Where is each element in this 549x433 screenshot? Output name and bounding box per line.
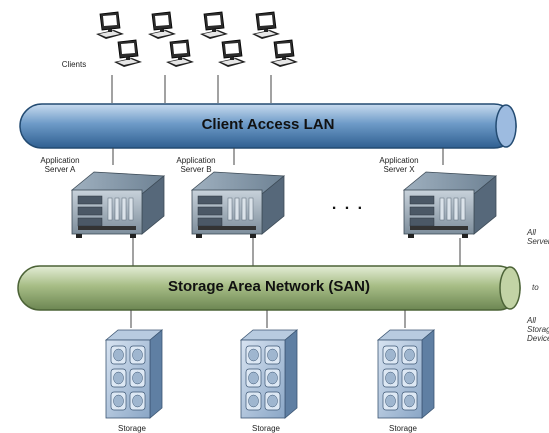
san-label: Storage Area Network (SAN) <box>168 278 370 295</box>
storage-label-3: Storage <box>388 424 418 433</box>
server-a-label: Application Server A <box>40 156 80 174</box>
client-computer-icon <box>114 39 142 67</box>
client-computer-icon <box>166 39 194 67</box>
storage-device-icon <box>376 329 436 419</box>
storage-device-icon <box>104 329 164 419</box>
client-computer-icon <box>148 11 176 39</box>
client-computer-icon <box>218 39 246 67</box>
clients-label: Clients <box>61 60 87 69</box>
server-x-label: Application Server X <box>379 156 419 174</box>
side-note-all-storage: All Storag Device <box>527 316 549 343</box>
side-note-all-servers: All Server <box>527 228 549 246</box>
server-icon <box>70 171 166 238</box>
client-computer-icon <box>200 11 228 39</box>
client-computer-icon <box>252 11 280 39</box>
client-access-lan-bus <box>19 103 517 149</box>
server-san-links <box>132 238 461 266</box>
storage-label-2: Storage <box>251 424 281 433</box>
client-computer-icon <box>270 39 298 67</box>
storage-label-1: Storage <box>117 424 147 433</box>
san-storage-links <box>130 310 406 328</box>
lan-label: Client Access LAN <box>201 116 335 133</box>
server-icon <box>402 171 498 238</box>
server-b-label: Application Server B <box>176 156 216 174</box>
servers-ellipsis: . . . <box>331 196 365 213</box>
storage-device-icon <box>239 329 299 419</box>
side-note-to: to <box>532 283 539 292</box>
client-drop-lines <box>111 75 272 103</box>
client-computer-icon <box>96 11 124 39</box>
server-icon <box>190 171 286 238</box>
san-bus <box>17 265 521 311</box>
server-lan-links <box>112 148 444 165</box>
